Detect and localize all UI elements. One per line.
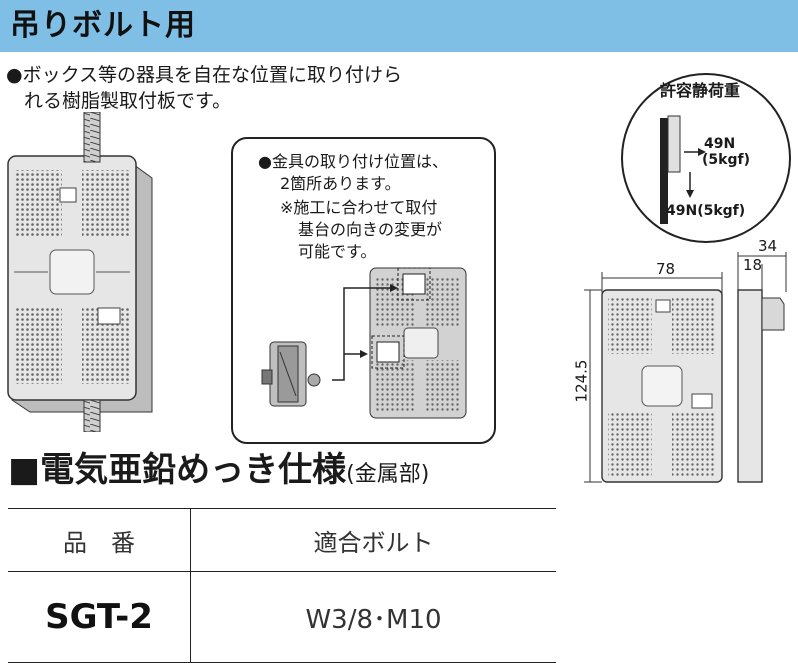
load-title: 許容静荷重 — [660, 81, 741, 100]
spec-title-main: ■電気亜鉛めっき仕様 — [8, 450, 347, 490]
spec-title: ■電気亜鉛めっき仕様(金属部) — [8, 448, 429, 497]
dimension-depth-inner: 18 — [743, 256, 763, 274]
callout-line-5: 可能です。 — [298, 242, 377, 261]
callout-line-3: ※施工に合わせて取付 — [280, 198, 438, 217]
callout-line-2: 2箇所あります。 — [280, 174, 401, 193]
page-title: 吊りボルト用 — [10, 8, 196, 43]
load-horizontal-unit: (5kgf) — [702, 152, 750, 168]
description-line-2: れる樹脂製取付板です。 — [24, 90, 232, 112]
dimension-drawing — [584, 252, 787, 483]
mounting-callout — [231, 137, 496, 444]
mounting-diagram — [261, 267, 467, 419]
product-illustration — [7, 112, 153, 432]
callout-line-1: ●金具の取り付け位置は、 — [258, 152, 448, 171]
description-line-1: ●ボックス等の器具を自在な位置に取り付けら — [6, 64, 403, 86]
dimension-depth-total: 34 — [758, 237, 778, 255]
header-model: 品 番 — [8, 508, 191, 572]
cell-model: SGT-2 — [8, 571, 191, 663]
spec-subtitle: (金属部) — [346, 462, 430, 487]
cell-bolt: W3/8･M10 — [190, 571, 556, 663]
table-row: SGT-2 W3/8･M10 — [8, 571, 556, 663]
load-diagram — [621, 73, 791, 243]
load-vertical: 49N(5kgf) — [666, 203, 746, 219]
callout-line-4: 基台の向きの変更が — [298, 220, 443, 239]
spec-table-header: 品 番 適合ボルト — [8, 508, 556, 572]
load-horizontal-value: 49N — [704, 136, 736, 152]
header-bolt: 適合ボルト — [190, 508, 556, 572]
dimension-height: 124.5 — [572, 359, 591, 403]
header-bar — [0, 0, 798, 52]
dimension-width: 78 — [656, 260, 676, 278]
spec-table: 品 番 適合ボルト SGT-2 W3/8･M10 — [8, 508, 556, 663]
